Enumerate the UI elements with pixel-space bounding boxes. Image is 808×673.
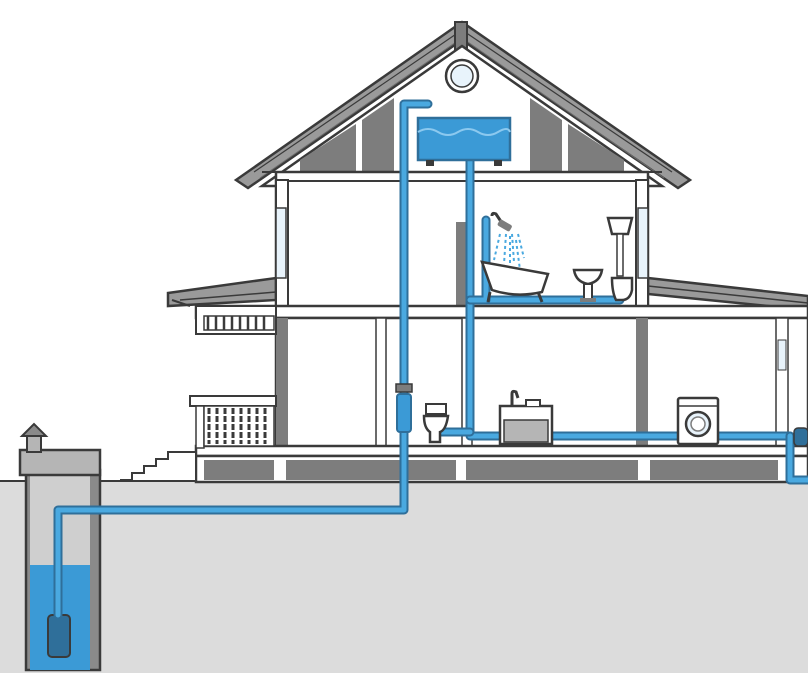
porch-balustrade (189, 395, 277, 449)
water-filter-icon (395, 383, 413, 433)
toilet-icon (606, 216, 634, 302)
floor-slab (194, 304, 808, 320)
left-porch-roof (166, 276, 278, 308)
washing-machine-icon (676, 396, 720, 446)
outdoor-valve (793, 427, 808, 447)
washbasin-icon (572, 268, 604, 302)
entrance-stairs (120, 451, 197, 481)
shower-icon (490, 211, 525, 271)
kitchen-sink-icon (498, 389, 554, 446)
water-tank-icon (416, 116, 512, 166)
main-roof (233, 20, 693, 190)
downstairs-toilet-icon (422, 403, 450, 444)
round-window-icon (444, 58, 480, 94)
bathtub-icon (480, 260, 550, 303)
foundation (194, 444, 808, 484)
submersible-pump-icon (47, 614, 71, 658)
upper-balcony (195, 305, 277, 335)
